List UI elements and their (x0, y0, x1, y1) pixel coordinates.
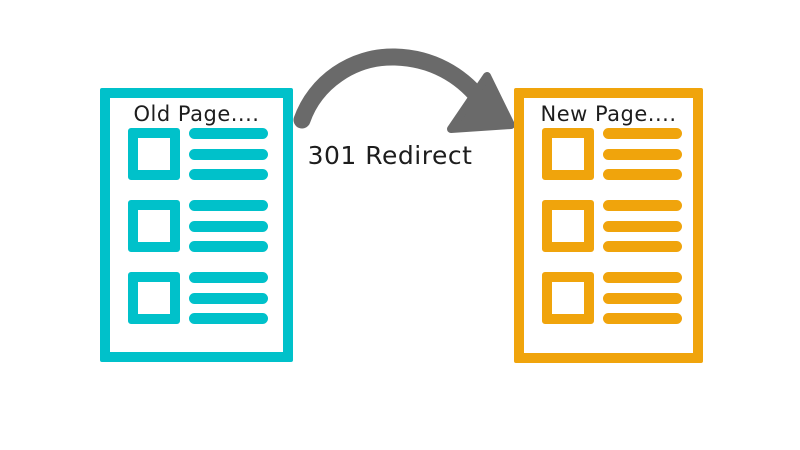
text-line-bar (189, 169, 268, 180)
arrow-shaft (293, 48, 488, 129)
text-line-bar (603, 220, 682, 232)
text-lines-group (603, 200, 682, 252)
content-row (542, 200, 693, 252)
image-placeholder-icon (542, 200, 594, 252)
image-placeholder-icon (128, 200, 180, 252)
text-line-bar (189, 200, 268, 211)
text-line-bar (603, 272, 682, 283)
content-row (128, 128, 283, 180)
new-page-content (524, 128, 693, 324)
image-placeholder-icon (542, 128, 594, 180)
text-lines-group (189, 200, 268, 252)
text-line-bar (189, 292, 268, 304)
text-line-bar (603, 200, 682, 211)
content-row (542, 128, 693, 180)
text-line-bar (189, 148, 268, 160)
new-page-title: New Page.... (540, 102, 677, 126)
content-row (542, 272, 693, 324)
text-line-bar (603, 128, 682, 139)
text-line-bar (603, 169, 682, 180)
image-placeholder-icon (128, 128, 180, 180)
text-line-bar (189, 128, 268, 139)
text-line-bar (189, 220, 268, 232)
text-lines-group (189, 128, 268, 180)
image-placeholder-icon (542, 272, 594, 324)
content-row (128, 272, 283, 324)
arrow-head-icon (447, 72, 515, 133)
text-line-bar (603, 241, 682, 252)
old-page-card: Old Page.... (100, 88, 293, 362)
text-lines-group (603, 128, 682, 180)
redirect-label: 301 Redirect (307, 141, 473, 170)
content-row (128, 200, 283, 252)
text-line-bar (189, 313, 268, 324)
image-placeholder-icon (128, 272, 180, 324)
new-page-card: New Page.... (514, 88, 703, 363)
text-line-bar (189, 272, 268, 283)
text-line-bar (603, 313, 682, 324)
old-page-content (110, 128, 283, 324)
text-line-bar (603, 292, 682, 304)
old-page-title: Old Page.... (133, 102, 260, 126)
text-lines-group (603, 272, 682, 324)
text-lines-group (189, 272, 268, 324)
text-line-bar (189, 241, 268, 252)
text-line-bar (603, 148, 682, 160)
